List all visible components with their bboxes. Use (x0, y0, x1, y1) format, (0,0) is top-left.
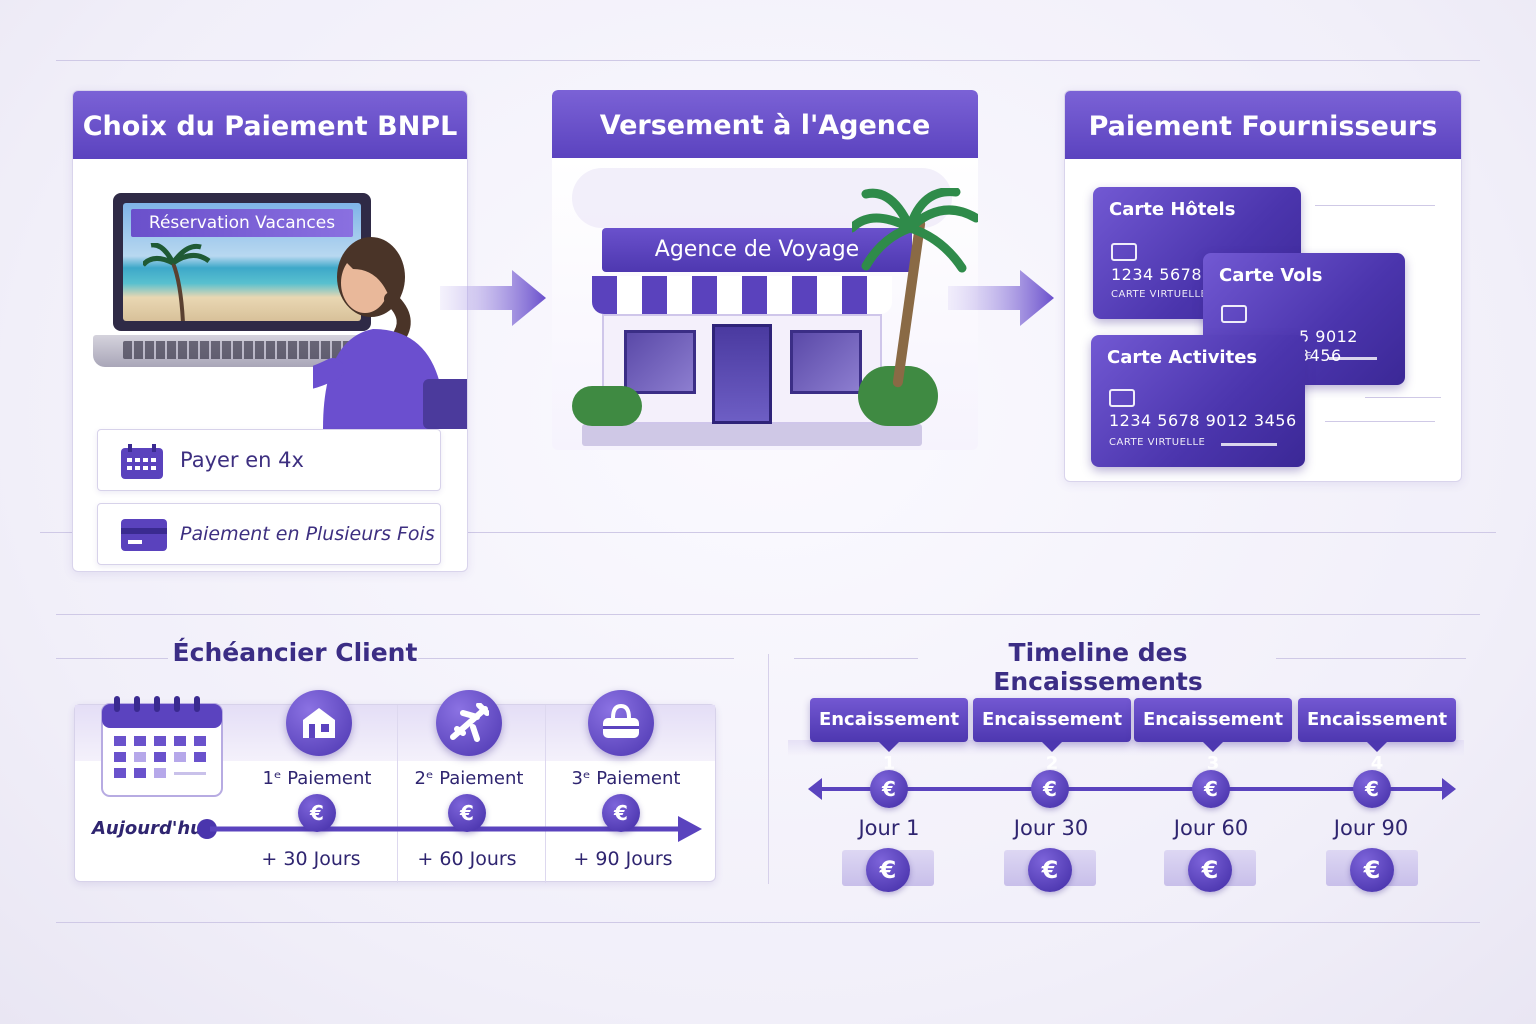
deco-line (1325, 421, 1435, 422)
today-label: Aujourd'hui (92, 818, 210, 839)
section-divider (768, 654, 769, 884)
person-illustration (313, 237, 467, 429)
deco-line (1315, 205, 1435, 206)
payment-delay: + 60 Jours (417, 848, 517, 870)
house-icon (286, 690, 352, 756)
bottom-rule (56, 922, 1480, 923)
card-number: 1234 5678 9012 3456 (1109, 411, 1297, 430)
card-title: Carte Vols (1219, 265, 1323, 286)
shop-window-right (790, 330, 862, 394)
mid-rule-2 (56, 614, 1480, 615)
card-stripe (1329, 357, 1377, 360)
palm-icon (143, 243, 211, 321)
euro-coin-icon: € (1028, 848, 1072, 892)
title-rule-right (1276, 658, 1466, 659)
luggage-icon (588, 690, 654, 756)
beach-image: Réservation Vacances (123, 203, 361, 321)
today-dot (197, 819, 217, 839)
title-rule-right (418, 658, 734, 659)
installments-option[interactable]: Paiement en Plusieurs Fois (97, 503, 441, 565)
virtual-card-hotels[interactable]: Carte Hôtels 1234 5678 CARTE VIRTUELLE (1093, 187, 1301, 319)
euro-icon: € (1031, 770, 1069, 808)
euro-icon: € (298, 794, 336, 832)
collection-tag-2: Encaissement 2 (973, 698, 1131, 774)
payment-delay: + 30 Jours (261, 848, 361, 870)
euro-coin-icon: € (1350, 848, 1394, 892)
euro-icon: € (1192, 770, 1230, 808)
option-label: Payer en 4x (180, 448, 304, 472)
day-label: Jour 1 (858, 816, 920, 840)
laptop-screen: Réservation Vacances (113, 193, 371, 331)
card-stripe (1221, 443, 1277, 446)
euro-icon: € (602, 794, 640, 832)
day-label: Jour 90 (1333, 816, 1409, 840)
card-number: 1234 5678 (1111, 265, 1203, 284)
awning (592, 276, 892, 314)
card-type-label: CARTE VIRTUELLE (1111, 289, 1208, 300)
calendar-icon (101, 696, 223, 797)
card-type-label: CARTE VIRTUELLE (1109, 437, 1206, 448)
agency-building (602, 314, 882, 424)
shop-door (712, 324, 772, 424)
pavement (582, 424, 922, 446)
mid-rule (40, 532, 1496, 533)
calendar-icon (121, 444, 163, 479)
agency-scene: Agence de Voyage (552, 158, 978, 450)
euro-coin-icon: € (866, 848, 910, 892)
panel-title: Versement à l'Agence (552, 90, 978, 158)
euro-icon: € (1353, 770, 1391, 808)
deco-line (1365, 397, 1441, 398)
day-label: Jour 60 (1173, 816, 1249, 840)
step-supplier-payment-panel: Paiement Fournisseurs Carte Hôtels 1234 … (1064, 90, 1462, 482)
keyboard (123, 341, 353, 359)
title-rule-left (794, 658, 918, 659)
timeline-title: Timeline des Encaissements (993, 638, 1203, 696)
euro-icon: € (448, 794, 486, 832)
panel-title: Paiement Fournisseurs (1065, 91, 1461, 159)
day-label: Jour 30 (1013, 816, 1089, 840)
screen-banner: Réservation Vacances (131, 209, 353, 237)
payment-label: 3ᵉ Paiement (571, 768, 681, 789)
column-divider (545, 705, 546, 883)
schedule-title: Échéancier Client (172, 638, 418, 667)
card-chip-icon (1221, 305, 1247, 323)
payment-label: 2ᵉ Paiement (414, 768, 524, 789)
card-number: 5 9012 3456 (1299, 327, 1358, 365)
step-agency-transfer-panel: Versement à l'Agence Agence de Voyage (552, 90, 978, 450)
credit-card-icon (121, 519, 167, 551)
schedule-arrow (210, 816, 702, 842)
virtual-card-activities[interactable]: Carte Activites 1234 5678 9012 3456 CART… (1091, 335, 1305, 467)
payment-delay: + 90 Jours (573, 848, 673, 870)
card-chip-icon (1109, 389, 1135, 407)
card-title: Carte Activites (1107, 347, 1258, 368)
top-rule (56, 60, 1480, 61)
shop-window-left (624, 330, 696, 394)
euro-icon: € (870, 770, 908, 808)
step-bnpl-choice-panel: Choix du Paiement BNPL Réservation Vacan… (72, 90, 468, 572)
card-type-label: LE (1299, 351, 1312, 362)
arrow-right-icon (948, 270, 1054, 326)
card-title: Carte Hôtels (1109, 199, 1236, 220)
payment-label: 1ᵉ Paiement (262, 768, 372, 789)
bush-left (572, 386, 642, 426)
option-label: Paiement en Plusieurs Fois (180, 523, 435, 545)
collection-tag-4: Encaissement 4 (1298, 698, 1456, 774)
agency-sign: Agence de Voyage (602, 228, 912, 272)
collection-timeline-axis (808, 778, 1456, 800)
collection-tag-1: Encaissement 1 (810, 698, 968, 774)
timeline-band (788, 740, 1464, 756)
panel-title: Choix du Paiement BNPL (73, 91, 467, 159)
euro-coin-icon: € (1188, 848, 1232, 892)
pay-in-4x-option[interactable]: Payer en 4x (97, 429, 441, 491)
column-divider (397, 705, 398, 883)
collection-tag-3: Encaissement 3 (1134, 698, 1292, 774)
airplane-icon (436, 690, 502, 756)
laptop-scene: Réservation Vacances (73, 159, 467, 429)
palm-tree-icon (852, 188, 978, 273)
arrow-right-icon (440, 270, 546, 326)
title-rule-left (56, 658, 168, 659)
card-chip-icon (1111, 243, 1137, 261)
